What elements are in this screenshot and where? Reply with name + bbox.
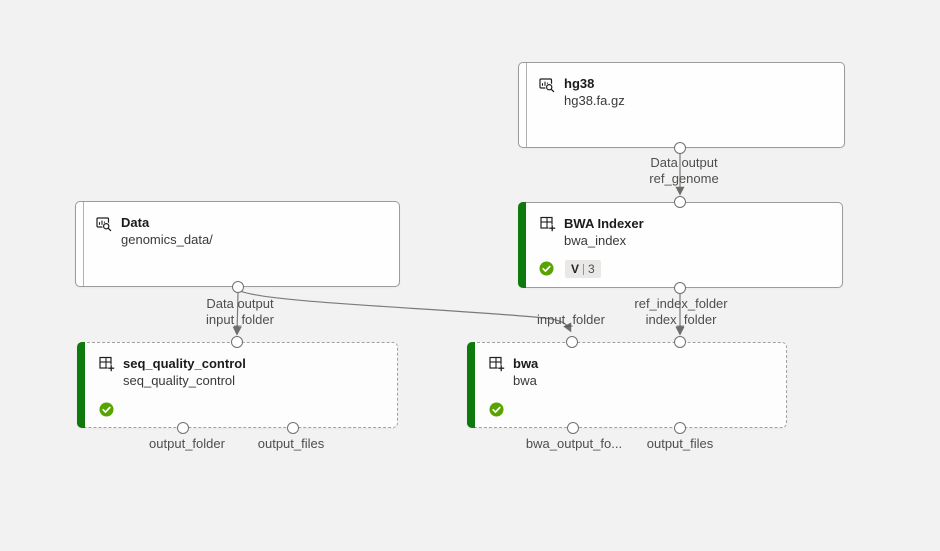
port-seq-quality-control-output-folder[interactable] xyxy=(176,421,189,434)
edge-data-to-seq-quality-control[interactable] xyxy=(232,292,242,336)
node-subtitle: hg38.fa.gz xyxy=(564,93,625,108)
node-bwa[interactable]: bwa bwa xyxy=(467,342,787,428)
data-node-spine xyxy=(83,202,84,286)
node-title: seq_quality_control xyxy=(123,356,246,371)
port-seq-quality-control-output-files[interactable] xyxy=(286,421,299,434)
node-hg38[interactable]: hg38 hg38.fa.gz xyxy=(518,62,845,148)
component-accent-bar xyxy=(518,202,526,288)
port-bwa-output-folder[interactable] xyxy=(566,421,579,434)
port-label-bwa-output-folder: bwa_output_fo... xyxy=(525,436,623,451)
port-bwa-indexer-output-ref-index-folder[interactable] xyxy=(673,281,686,294)
port-bwa-input-folder[interactable] xyxy=(565,335,578,348)
node-subtitle: bwa_index xyxy=(564,233,627,248)
node-title: BWA Indexer xyxy=(564,216,644,231)
data-node-spine xyxy=(526,63,527,147)
version-badge[interactable]: V 3 xyxy=(565,260,601,278)
version-badge-divider xyxy=(583,263,585,275)
edge-output-label: ref_index_folder xyxy=(634,296,728,311)
success-check-icon xyxy=(489,402,504,417)
node-subtitle: seq_quality_control xyxy=(123,373,236,388)
node-subtitle: genomics_data/ xyxy=(121,232,213,247)
component-icon xyxy=(539,215,556,232)
port-bwa-output-files[interactable] xyxy=(673,421,686,434)
component-accent-bar xyxy=(77,342,85,428)
component-accent-bar xyxy=(467,342,475,428)
data-icon xyxy=(538,76,555,93)
node-bwa-indexer[interactable]: BWA Indexer bwa_index V 3 xyxy=(518,202,843,288)
edge-input-label: input_folder xyxy=(537,312,605,327)
node-data[interactable]: Data genomics_data/ xyxy=(75,201,400,287)
port-label-output-files: output_files xyxy=(257,436,325,451)
component-icon xyxy=(98,355,115,372)
version-badge-value: 3 xyxy=(588,262,595,276)
port-hg38-output[interactable] xyxy=(673,141,686,154)
success-check-icon xyxy=(99,402,114,417)
edge-input-label: index_folder xyxy=(645,312,717,327)
edge-input-label: input_folder xyxy=(206,312,274,327)
port-seq-quality-control-input-folder[interactable] xyxy=(230,335,243,348)
port-bwa-indexer-input-ref-genome[interactable] xyxy=(673,195,686,208)
port-bwa-index-folder[interactable] xyxy=(673,335,686,348)
success-check-icon xyxy=(539,261,554,276)
node-title: hg38 xyxy=(564,76,595,91)
version-badge-label: V xyxy=(571,262,580,276)
edge-label-hg38-bwa-indexer: Data output ref_genome xyxy=(649,155,718,187)
edge-label-bwa-indexer-bwa: ref_index_folder index_folder xyxy=(634,296,727,328)
component-icon xyxy=(488,355,505,372)
edge-output-label: Data output xyxy=(206,296,274,311)
edge-input-label: ref_genome xyxy=(649,171,719,186)
port-label-bwa-output-files: output_files xyxy=(646,436,714,451)
edge-output-label: Data output xyxy=(650,155,718,170)
data-icon xyxy=(95,215,112,232)
edge-data-to-bwa[interactable] xyxy=(239,290,572,333)
node-title: bwa xyxy=(513,356,539,371)
port-label-output-folder: output_folder xyxy=(149,436,225,451)
node-seq-quality-control[interactable]: seq_quality_control seq_quality_control xyxy=(77,342,398,428)
node-title: Data xyxy=(121,215,150,230)
edge-label-data-bwa: input_folder xyxy=(537,312,605,328)
edge-label-data-seq: Data output input_folder xyxy=(206,296,274,328)
port-data-output[interactable] xyxy=(231,280,244,293)
node-subtitle: bwa xyxy=(513,373,537,388)
